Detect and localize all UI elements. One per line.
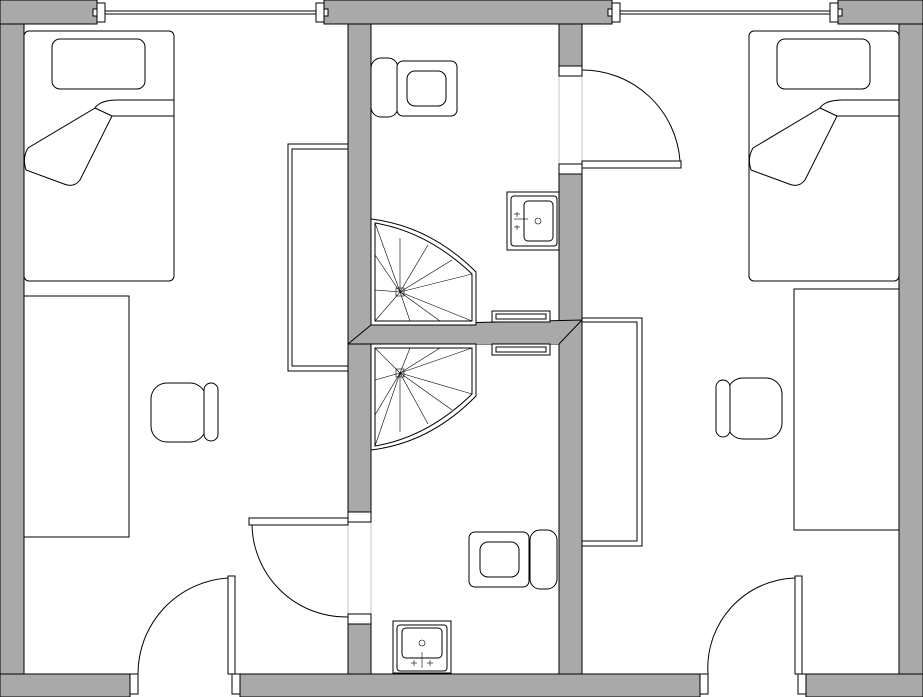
chair-left bbox=[150, 382, 219, 443]
towel-rail-upper bbox=[491, 310, 551, 323]
corner-shower-upper bbox=[370, 218, 477, 326]
wall-partition-left-upper bbox=[347, 23, 372, 513]
window-right bbox=[607, 2, 843, 23]
towel-rail-lower bbox=[491, 343, 551, 356]
sink-upper bbox=[506, 191, 560, 251]
wall-outer-left bbox=[0, 0, 25, 697]
window-left bbox=[92, 2, 329, 23]
chair-right bbox=[715, 377, 783, 440]
toilet-upper bbox=[370, 57, 458, 118]
wall-bottom-1 bbox=[0, 673, 131, 697]
wall-top-3 bbox=[837, 0, 923, 25]
door-entrance-left bbox=[129, 575, 241, 695]
wardrobe-right bbox=[581, 317, 643, 547]
desk-right bbox=[793, 288, 900, 531]
door-bathroom-lower bbox=[248, 511, 372, 625]
wall-bottom-3 bbox=[805, 673, 923, 697]
corner-shower-lower bbox=[370, 343, 477, 451]
door-bathroom-upper bbox=[558, 65, 682, 175]
wall-bathroom-divider-core bbox=[371, 325, 559, 344]
desk-left bbox=[23, 295, 130, 538]
bed-right bbox=[748, 30, 900, 282]
sink-lower bbox=[392, 620, 452, 674]
wall-top-2 bbox=[323, 0, 613, 25]
wall-bottom-2 bbox=[239, 673, 701, 697]
wall-top-1 bbox=[0, 0, 98, 25]
toilet-lower bbox=[468, 529, 558, 590]
wall-partition-right-lower bbox=[558, 173, 583, 675]
door-entrance-right bbox=[699, 575, 807, 695]
wall-partition-right-upper bbox=[558, 23, 583, 67]
wall-outer-right bbox=[898, 0, 923, 697]
wall-partition-left-lower bbox=[347, 623, 372, 675]
bed-left bbox=[23, 30, 175, 282]
wardrobe-left bbox=[287, 143, 349, 372]
